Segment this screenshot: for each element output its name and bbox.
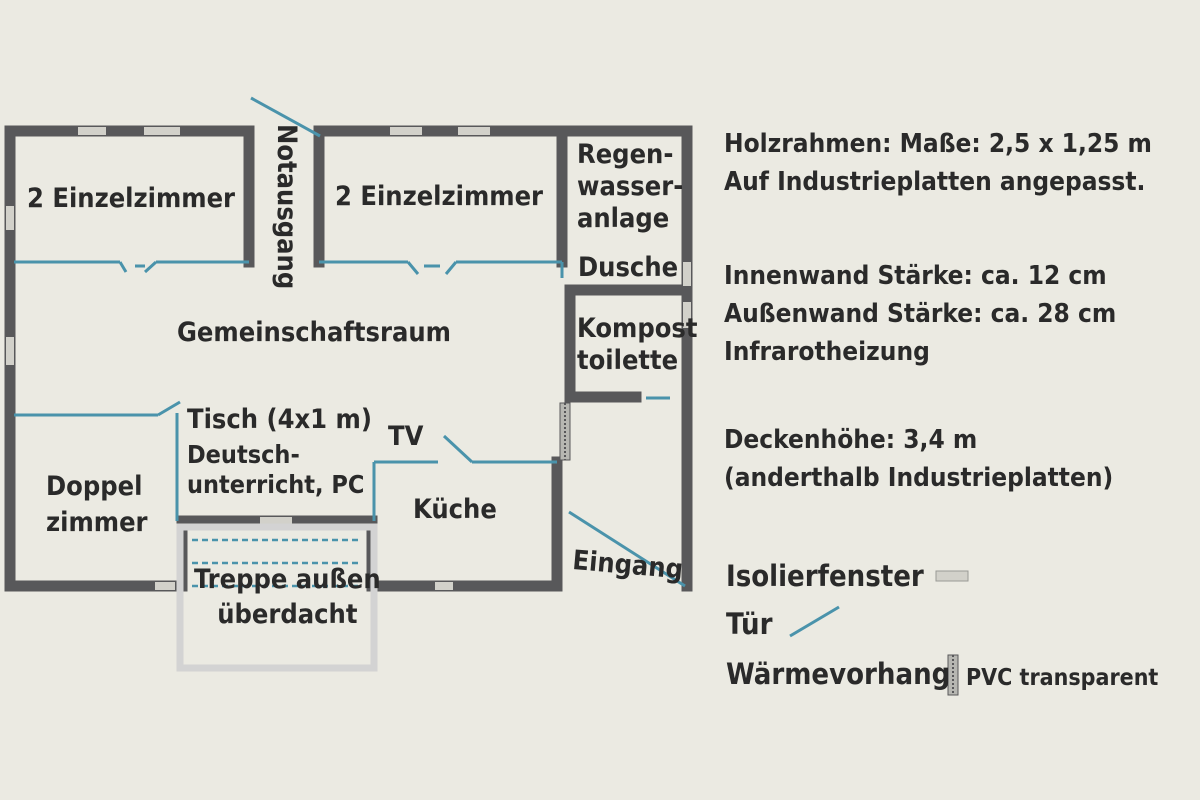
tisch-label: Tisch (4x1 m)	[187, 404, 372, 435]
room-doppelzimmer: Doppel zimmer	[46, 469, 148, 541]
legend-tuer: Tür	[726, 607, 773, 641]
treppe-line-2: überdacht	[217, 599, 358, 631]
treppe-label: Treppe außen überdacht	[194, 562, 381, 632]
note-anderthalb: (anderthalb Industrieplatten)	[724, 463, 1114, 493]
notausgang-label: Notausgang	[271, 124, 302, 290]
note-heizung: Infrarotheizung	[724, 337, 930, 367]
room-gemeinschaftsraum: Gemeinschaftsraum	[177, 317, 451, 348]
legend-waermevorhang: Wärmevorhang	[726, 657, 951, 691]
doppel-line-1: Doppel	[46, 471, 143, 502]
regen-line-1: Regen-	[577, 139, 674, 170]
note-deckenhoehe: Deckenhöhe: 3,4 m	[724, 425, 978, 455]
room-kueche: Küche	[413, 494, 497, 525]
note-holzrahmen: Holzrahmen: Maße: 2,5 x 1,25 m	[724, 129, 1152, 159]
room-kompost: Kompost toilette	[577, 313, 698, 377]
doppel-line-2: zimmer	[46, 506, 148, 538]
tv-label: TV	[388, 421, 424, 452]
deutsch-line-2: unterricht, PC	[187, 469, 365, 499]
note-aussenwand: Außenwand Stärke: ca. 28 cm	[724, 299, 1117, 329]
regen-line-3: anlage	[577, 202, 670, 234]
room-einzel-right: 2 Einzelzimmer	[335, 181, 544, 212]
notes-block: Holzrahmen: Maße: 2,5 x 1,25 m Auf Indus…	[724, 125, 1152, 497]
kompost-line-1: Kompost	[577, 313, 698, 344]
legend-isolierfenster: Isolierfenster	[726, 559, 924, 593]
room-einzel-left: 2 Einzelzimmer	[27, 183, 236, 214]
regen-line-2: wasser-	[577, 170, 684, 202]
note-industrieplatten: Auf Industrieplatten angepasst.	[724, 167, 1146, 197]
deutsch-line-1: Deutsch-	[187, 440, 300, 469]
room-regenwasser: Regen- wasser- anlage	[577, 139, 683, 235]
room-dusche: Dusche	[578, 252, 679, 283]
stairs	[176, 523, 378, 672]
inner-walls	[14, 260, 670, 521]
windows	[6, 127, 969, 590]
treppe-line-1: Treppe außen	[194, 564, 381, 595]
note-innenwand: Innenwand Stärke: ca. 12 cm	[724, 261, 1107, 291]
doors	[250, 96, 840, 638]
legend-pvc: PVC transparent	[966, 665, 1159, 691]
thermal-curtain	[559, 402, 959, 696]
kompost-line-2: toilette	[577, 344, 679, 376]
deutschunterricht-label: Deutsch- unterricht, PC	[187, 440, 364, 499]
